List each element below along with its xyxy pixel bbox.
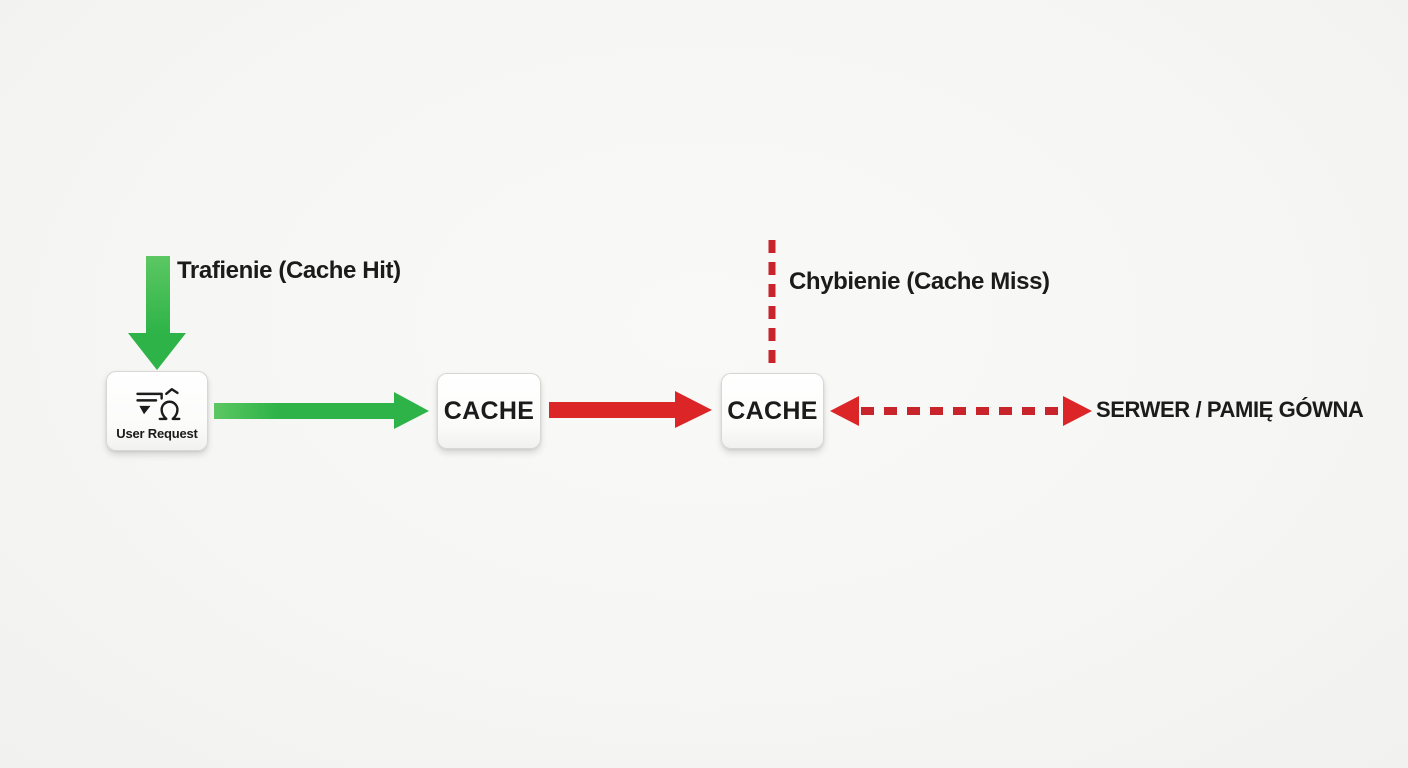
node-user-request: User Request xyxy=(106,371,208,451)
arrow-user-to-cache xyxy=(214,392,429,429)
label-cache-miss: Chybienie (Cache Miss) xyxy=(789,268,1050,295)
user-request-icon xyxy=(136,387,181,420)
arrow-cache-server-bidirectional xyxy=(830,396,1092,426)
label-cache-hit: Trafienie (Cache Hit) xyxy=(177,257,401,284)
line-cache-miss-dashed xyxy=(768,240,776,368)
node-user-request-label: User Request xyxy=(116,425,198,441)
arrow-cache-hit-down xyxy=(128,256,186,370)
node-cache-left-label: CACHE xyxy=(443,396,535,425)
node-cache-left: CACHE xyxy=(437,373,541,449)
arrow-cache-to-cache xyxy=(549,391,712,428)
node-cache-right: CACHE xyxy=(721,373,824,449)
label-server: SERWER / PAMIĘ GÓWNA xyxy=(1096,397,1364,422)
node-cache-right-label: CACHE xyxy=(727,396,818,425)
